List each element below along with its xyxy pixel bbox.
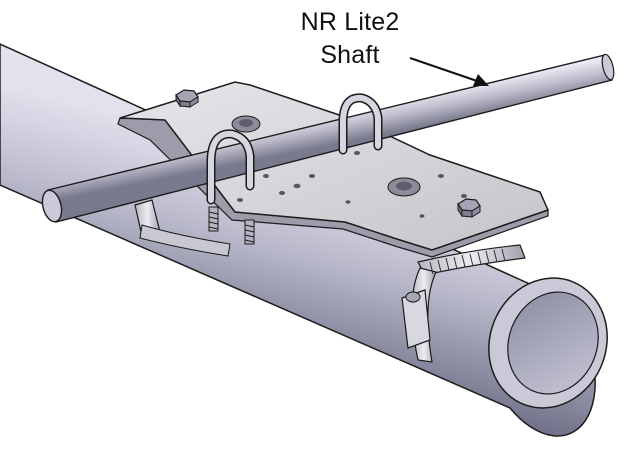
u-bolt [206, 93, 383, 205]
callout-line-2: Shaft [320, 41, 380, 69]
hose-clamp-right [401, 244, 526, 363]
nr-lite2-shaft [41, 53, 615, 223]
callout-line-1: NR Lite2 [300, 8, 400, 36]
bracket-plate [117, 81, 550, 258]
callout-arrow [409, 57, 489, 86]
shaft-callout-label: NR Lite2 Shaft [262, 6, 438, 72]
threaded-stud [208, 206, 255, 245]
hex-bolt-icon [175, 89, 199, 108]
mast-tube [0, 43, 608, 437]
hose-clamp-left [134, 199, 231, 257]
plate-holes-small [202, 130, 467, 218]
hex-bolt-icon [457, 198, 481, 218]
